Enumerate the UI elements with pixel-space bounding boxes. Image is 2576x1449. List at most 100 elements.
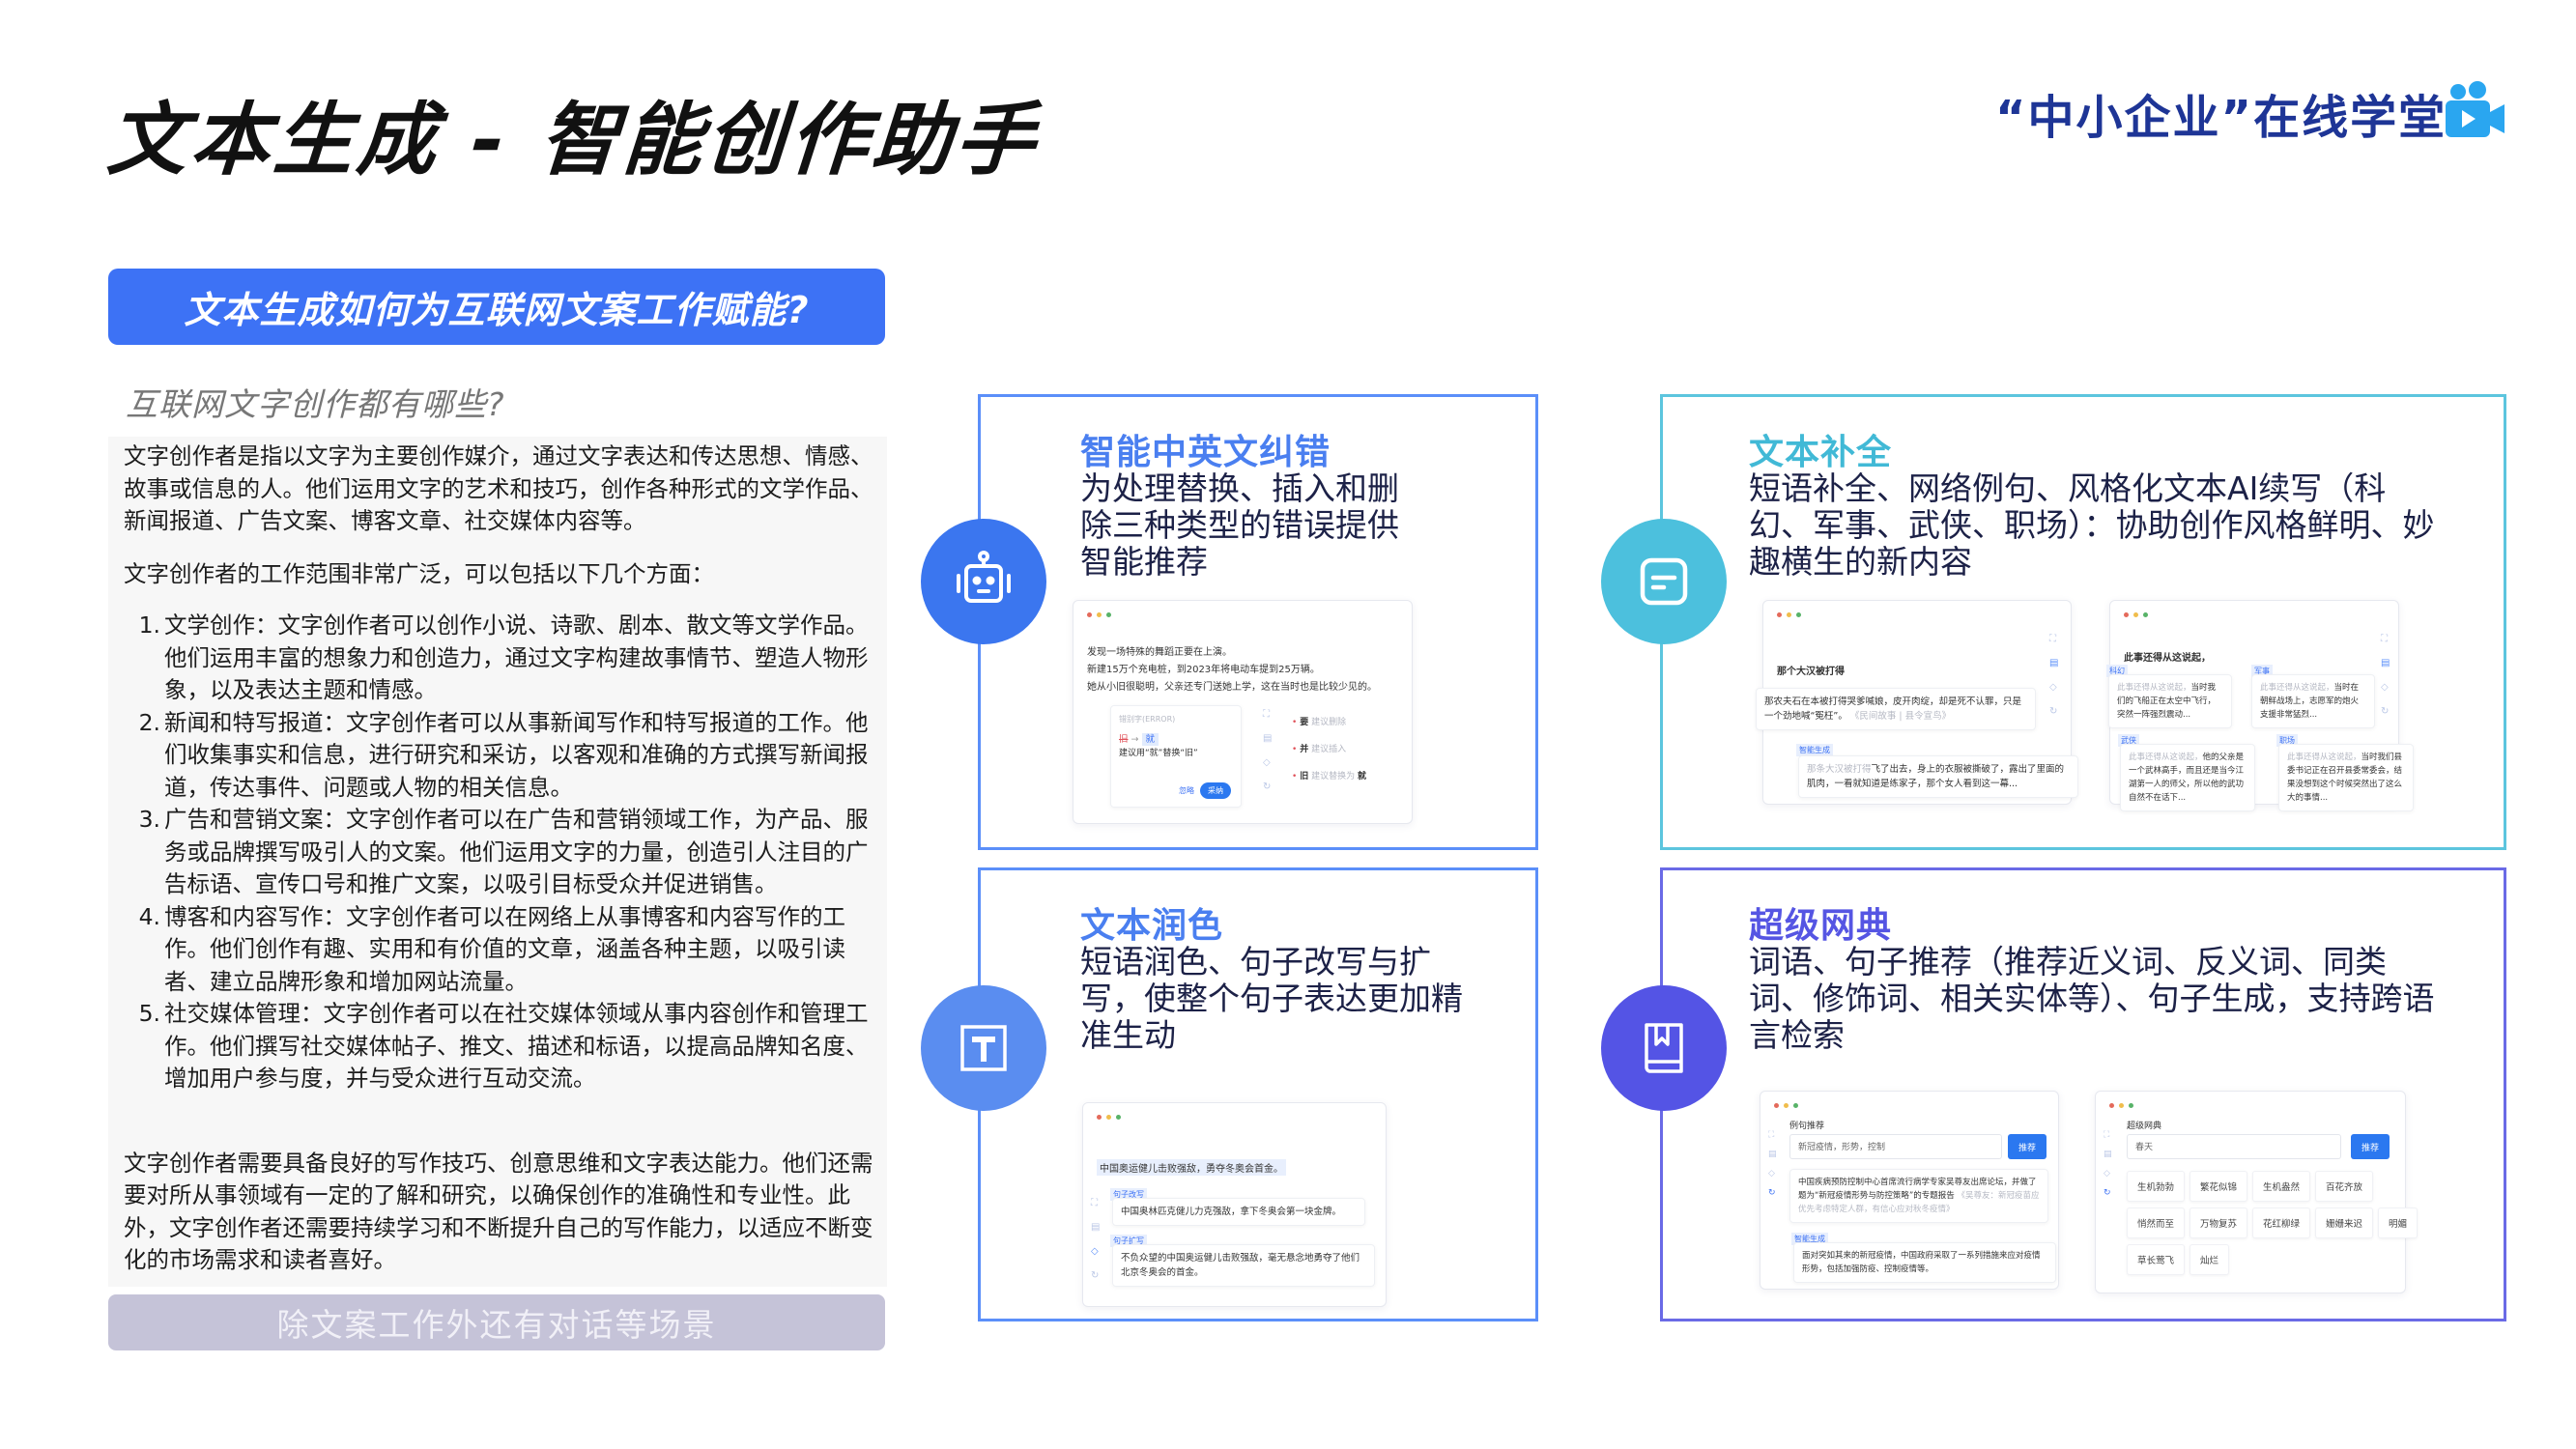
dictionary-mock-window-left: 例句推荐 新冠疫情，形势，控制 推荐 中国疾病预防控制中心首席流行病学专家吴尊友… [1760, 1091, 2059, 1290]
mock-input[interactable]: 中国奥运健儿击败强敌，勇夺冬奥会首金。 [1097, 1159, 1286, 1176]
document-icon[interactable]: ▤ [1263, 733, 1273, 744]
window-controls-icon [2124, 612, 2148, 617]
shield-icon[interactable]: ◇ [1263, 757, 1271, 768]
tool-sidebar: ⛶ ▤ ◇ ↻ [2049, 634, 2058, 717]
text-document-icon [1601, 519, 1727, 644]
refresh-icon[interactable]: ↻ [1091, 1270, 1100, 1281]
window-controls-icon [1097, 1115, 1121, 1120]
document-icon[interactable]: ▤ [2104, 1150, 2112, 1159]
style-tag: 武侠 [2118, 734, 2139, 747]
window-controls-icon [1774, 1103, 1798, 1108]
word-chip[interactable]: 草长莺飞 [2127, 1244, 2186, 1275]
rewrite-tag: 句子改写 [1110, 1188, 1147, 1201]
card-dictionary: 超级网典 词语、句子推荐（推荐近义词、反义词、同类词、修饰词、相关实体等）、句子… [1660, 867, 2506, 1321]
mock-line: 发现一场特殊的舞蹈正要在上演。 [1087, 647, 1232, 658]
list-text: 社交媒体管理：文字创作者可以在社交媒体领域从事内容创作和管理工作。他们撰写社交媒… [164, 1000, 869, 1092]
scan-icon[interactable]: ⛶ [2104, 1130, 2110, 1140]
word-chip[interactable]: 花红柳绿 [2252, 1208, 2311, 1238]
list-number: 1. [138, 611, 160, 639]
document-icon[interactable]: ▤ [1768, 1150, 1777, 1159]
creator-types-list: 1.文学创作：文字创作者可以创作小说、诗歌、剧本、散文等文学作品。他们运用丰富的… [124, 610, 873, 1095]
word-chip[interactable]: 生机勃勃 [2127, 1171, 2186, 1202]
example-card: 那农夫石在本被打得哭爹喊娘，皮开肉绽，却是死不认罪，只是一个劲地喊“冤枉”。 《… [1756, 688, 2036, 730]
refresh-icon[interactable]: ↻ [1263, 781, 1272, 792]
refresh-icon[interactable]: ↻ [1768, 1188, 1776, 1198]
word-chip[interactable]: 百花齐放 [2315, 1171, 2374, 1202]
mock-input[interactable]: 此事还得从这说起， [2124, 653, 2211, 664]
generated-tag: 智能生成 [1796, 744, 1833, 756]
scan-icon[interactable]: ⛶ [1091, 1198, 1098, 1208]
paragraph-intro: 文字创作者是指以文字为主要创作媒介，通过文字表达和传达思想、情感、故事或信息的人… [124, 442, 873, 534]
word-chip[interactable]: 繁花似锦 [2190, 1171, 2248, 1202]
shield-icon[interactable]: ◇ [2381, 682, 2389, 693]
card-polish: 文本润色 短语润色、句子改写与扩写，使整个句子表达更加精准生动 中国奥运健儿击败… [978, 867, 1538, 1321]
other-scenarios-button[interactable]: 除文案工作外还有对话等场景 [108, 1294, 885, 1350]
shield-icon[interactable]: ◇ [1091, 1246, 1099, 1257]
style-tag: 科幻 [2106, 665, 2128, 677]
style-tag: 军事 [2251, 665, 2273, 677]
recommend-button[interactable]: 推荐 [2008, 1134, 2046, 1159]
question-button[interactable]: 文本生成如何为互联网文案工作赋能? [108, 269, 885, 345]
style-card: 此事还得从这说起，当时我们县委书记正在召开县委常委会，结果没想到这个时候突然出了… [2278, 744, 2414, 811]
mock-line: 她从小旧很聪明，父亲还专门送她上学，这在当时也是比较少见的。 [1087, 682, 1377, 693]
generated-card: 那条大汉被打得飞了出去，身上的衣服被撕破了，露出了里面的肌肉，一看就知道是练家子… [1798, 755, 2078, 798]
list-item: 3.广告和营销文案：文字创作者可以在广告和营销领域工作，为产品、服务或品牌撰写吸… [124, 804, 873, 901]
text-t-icon [921, 985, 1046, 1111]
refresh-icon[interactable]: ↻ [2104, 1188, 2111, 1198]
document-icon[interactable]: ▤ [2049, 658, 2059, 668]
error-from: 旧 [1119, 734, 1129, 745]
recommend-button[interactable]: 推荐 [2351, 1134, 2390, 1159]
bookmark-book-icon [1601, 985, 1727, 1111]
list-text: 文学创作：文字创作者可以创作小说、诗歌、剧本、散文等文学作品。他们运用丰富的想象… [164, 611, 869, 703]
list-item: 1.文学创作：文字创作者可以创作小说、诗歌、剧本、散文等文学作品。他们运用丰富的… [124, 610, 873, 707]
window-controls-icon [1087, 612, 1111, 617]
document-icon[interactable]: ▤ [1091, 1222, 1101, 1233]
word-chip[interactable]: 悄然而至 [2127, 1208, 2186, 1238]
error-to: 就 [1141, 733, 1159, 746]
correction-mock-window: 发现一场特殊的舞蹈正要在上演。 新建15万个充电桩，到2023年将电动车提到25… [1073, 600, 1413, 824]
scan-icon[interactable]: ⛶ [1768, 1130, 1775, 1140]
style-tag: 职场 [2276, 734, 2298, 747]
error-list: • 要 建议删除 • 并 建议插入 • 旧 建议替换为 就 [1292, 709, 1366, 790]
word-chip[interactable]: 万物复苏 [2190, 1208, 2248, 1238]
shield-icon[interactable]: ◇ [2104, 1169, 2110, 1179]
rewrite-card: 中国奥林匹克健儿力克强敌，拿下冬奥会第一块金牌。 [1112, 1198, 1365, 1226]
card-correction: 智能中英文纠错 为处理替换、插入和删除三种类型的错误提供智能推荐 发现一场特殊的… [978, 394, 1538, 850]
text-panel: 文字创作者是指以文字为主要创作媒介，通过文字表达和传达思想、情感、故事或信息的人… [108, 437, 887, 1287]
list-text: 新闻和特写报道：文字创作者可以从事新闻写作和特写报道的工作。他们收集事实和信息，… [164, 708, 869, 801]
word-chip[interactable]: 姗姗来迟 [2315, 1208, 2374, 1238]
refresh-icon[interactable]: ↻ [2381, 706, 2390, 717]
list-item: 2.新闻和特写报道：文字创作者可以从事新闻写作和特写报道的工作。他们收集事实和信… [124, 707, 873, 805]
refresh-icon[interactable]: ↻ [2049, 706, 2058, 717]
scan-icon[interactable]: ⛶ [1263, 709, 1270, 720]
error-item[interactable]: • 旧 建议替换为 就 [1292, 772, 1366, 781]
tool-sidebar: ⛶ ▤ ◇ ↻ [1768, 1130, 1777, 1198]
accept-button[interactable]: 采纳 [1200, 782, 1231, 799]
error-label: 错别字(ERROR) [1119, 715, 1176, 724]
list-number: 5. [138, 1000, 160, 1027]
document-icon[interactable]: ▤ [2381, 658, 2390, 668]
expand-card: 不负众望的中国奥运健儿击败强敌，毫无悬念地勇夺了他们北京冬奥会的首金。 [1112, 1244, 1375, 1287]
card-description: 为处理替换、插入和删除三种类型的错误提供智能推荐 [1080, 469, 1399, 581]
panel-heading: 例句推荐 [1789, 1122, 1825, 1131]
word-chip[interactable]: 灿烂 [2190, 1244, 2230, 1275]
keywords-input[interactable]: 新冠疫情，形势，控制 [1789, 1134, 2002, 1159]
generated-tag: 智能生成 [1791, 1233, 1828, 1245]
scan-icon[interactable]: ⛶ [2049, 634, 2056, 644]
generated-card: 面对突如其来的新冠疫情，中国政府采取了一系列措施来应对疫情形势，包括加强防疫、控… [1793, 1242, 2056, 1283]
example-card: 中国疾病预防控制中心首席流行病学专家吴尊友出席论坛，并做了题为“新冠疫情形势与防… [1789, 1169, 2048, 1223]
brand-name: “中小企业”在线学堂 [1995, 91, 2447, 145]
error-item[interactable]: • 并 建议插入 [1292, 745, 1347, 754]
mock-input[interactable]: 那个大汉被打得 [1777, 667, 1845, 677]
scan-icon[interactable]: ⛶ [2381, 634, 2388, 644]
card-title: 文本补全 [1749, 433, 1893, 472]
error-item[interactable]: • 要 建议删除 [1292, 718, 1347, 727]
completion-mock-window-right: 此事还得从这说起， 科幻 此事还得从这说起，当时我们的飞船正在太空中飞行，突然一… [2106, 600, 2414, 811]
shield-icon[interactable]: ◇ [1768, 1169, 1775, 1179]
word-input[interactable]: 春天 [2127, 1134, 2341, 1159]
word-chip[interactable]: 明媚 [2378, 1208, 2419, 1238]
ignore-button[interactable]: 忽略 [1179, 786, 1194, 795]
card-description: 短语补全、网络例句、风格化文本AI续写（科幻、军事、武侠、职场）：协助创作风格鲜… [1749, 469, 2435, 581]
word-chip[interactable]: 生机盎然 [2252, 1171, 2311, 1202]
shield-icon[interactable]: ◇ [2049, 682, 2057, 693]
